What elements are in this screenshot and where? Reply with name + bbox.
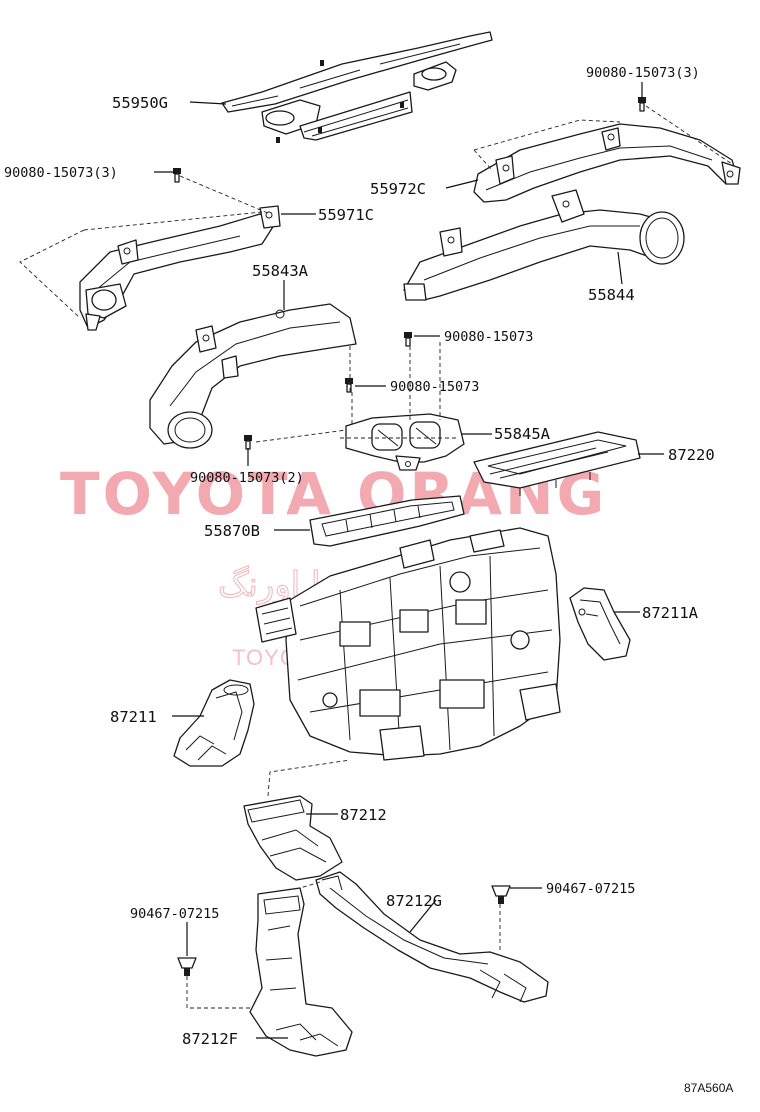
part-55844 bbox=[403, 189, 685, 301]
label-87212: 87212 bbox=[340, 806, 387, 824]
diagram-code: 87A560A bbox=[684, 1081, 733, 1095]
label-clip-left: 90467-07215 bbox=[130, 906, 219, 922]
bolt-center bbox=[345, 378, 353, 393]
part-87220 bbox=[473, 431, 641, 496]
part-55950G bbox=[221, 31, 493, 143]
part-87212F bbox=[249, 887, 353, 1057]
part-55972C bbox=[473, 123, 741, 203]
label-55843A: 55843A bbox=[252, 262, 309, 280]
label-bolt-top-right: 90080-15073(3) bbox=[586, 65, 700, 81]
label-87211A: 87211A bbox=[642, 604, 699, 622]
label-87212F: 87212F bbox=[182, 1030, 238, 1048]
label-55845A: 55845A bbox=[494, 425, 551, 443]
label-bolt-55845A: 90080-15073(2) bbox=[190, 470, 304, 486]
label-bolt-center: 90080-15073 bbox=[390, 379, 479, 395]
label-87220: 87220 bbox=[668, 446, 715, 464]
bolt-top-right bbox=[638, 97, 646, 112]
bolt-55845A bbox=[244, 435, 252, 450]
bolt-left bbox=[173, 168, 181, 183]
label-87211: 87211 bbox=[110, 708, 157, 726]
label-55870B: 55870B bbox=[204, 522, 260, 540]
label-bolt-55844: 90080-15073 bbox=[444, 329, 533, 345]
label-clip-right: 90467-07215 bbox=[546, 881, 635, 897]
leader-lines bbox=[154, 82, 664, 1039]
part-87212 bbox=[243, 795, 343, 881]
clip-left bbox=[177, 957, 197, 976]
label-55972C: 55972C bbox=[370, 180, 426, 198]
part-55843A bbox=[149, 303, 357, 449]
label-87212G: 87212G bbox=[386, 892, 442, 910]
bolt-55844 bbox=[404, 332, 412, 347]
assembly-lines bbox=[19, 105, 733, 1009]
part-55971C bbox=[79, 205, 281, 331]
label-55950G: 55950G bbox=[112, 94, 168, 112]
clip-right bbox=[491, 885, 511, 904]
part-87212G bbox=[315, 871, 549, 1003]
part-87211A bbox=[569, 587, 631, 661]
part-55870B bbox=[309, 495, 465, 547]
part-hvac-unit bbox=[255, 527, 561, 761]
part-87211 bbox=[173, 679, 255, 767]
label-55971C: 55971C bbox=[318, 206, 374, 224]
label-bolt-left: 90080-15073(3) bbox=[4, 165, 118, 181]
label-55844: 55844 bbox=[588, 286, 635, 304]
